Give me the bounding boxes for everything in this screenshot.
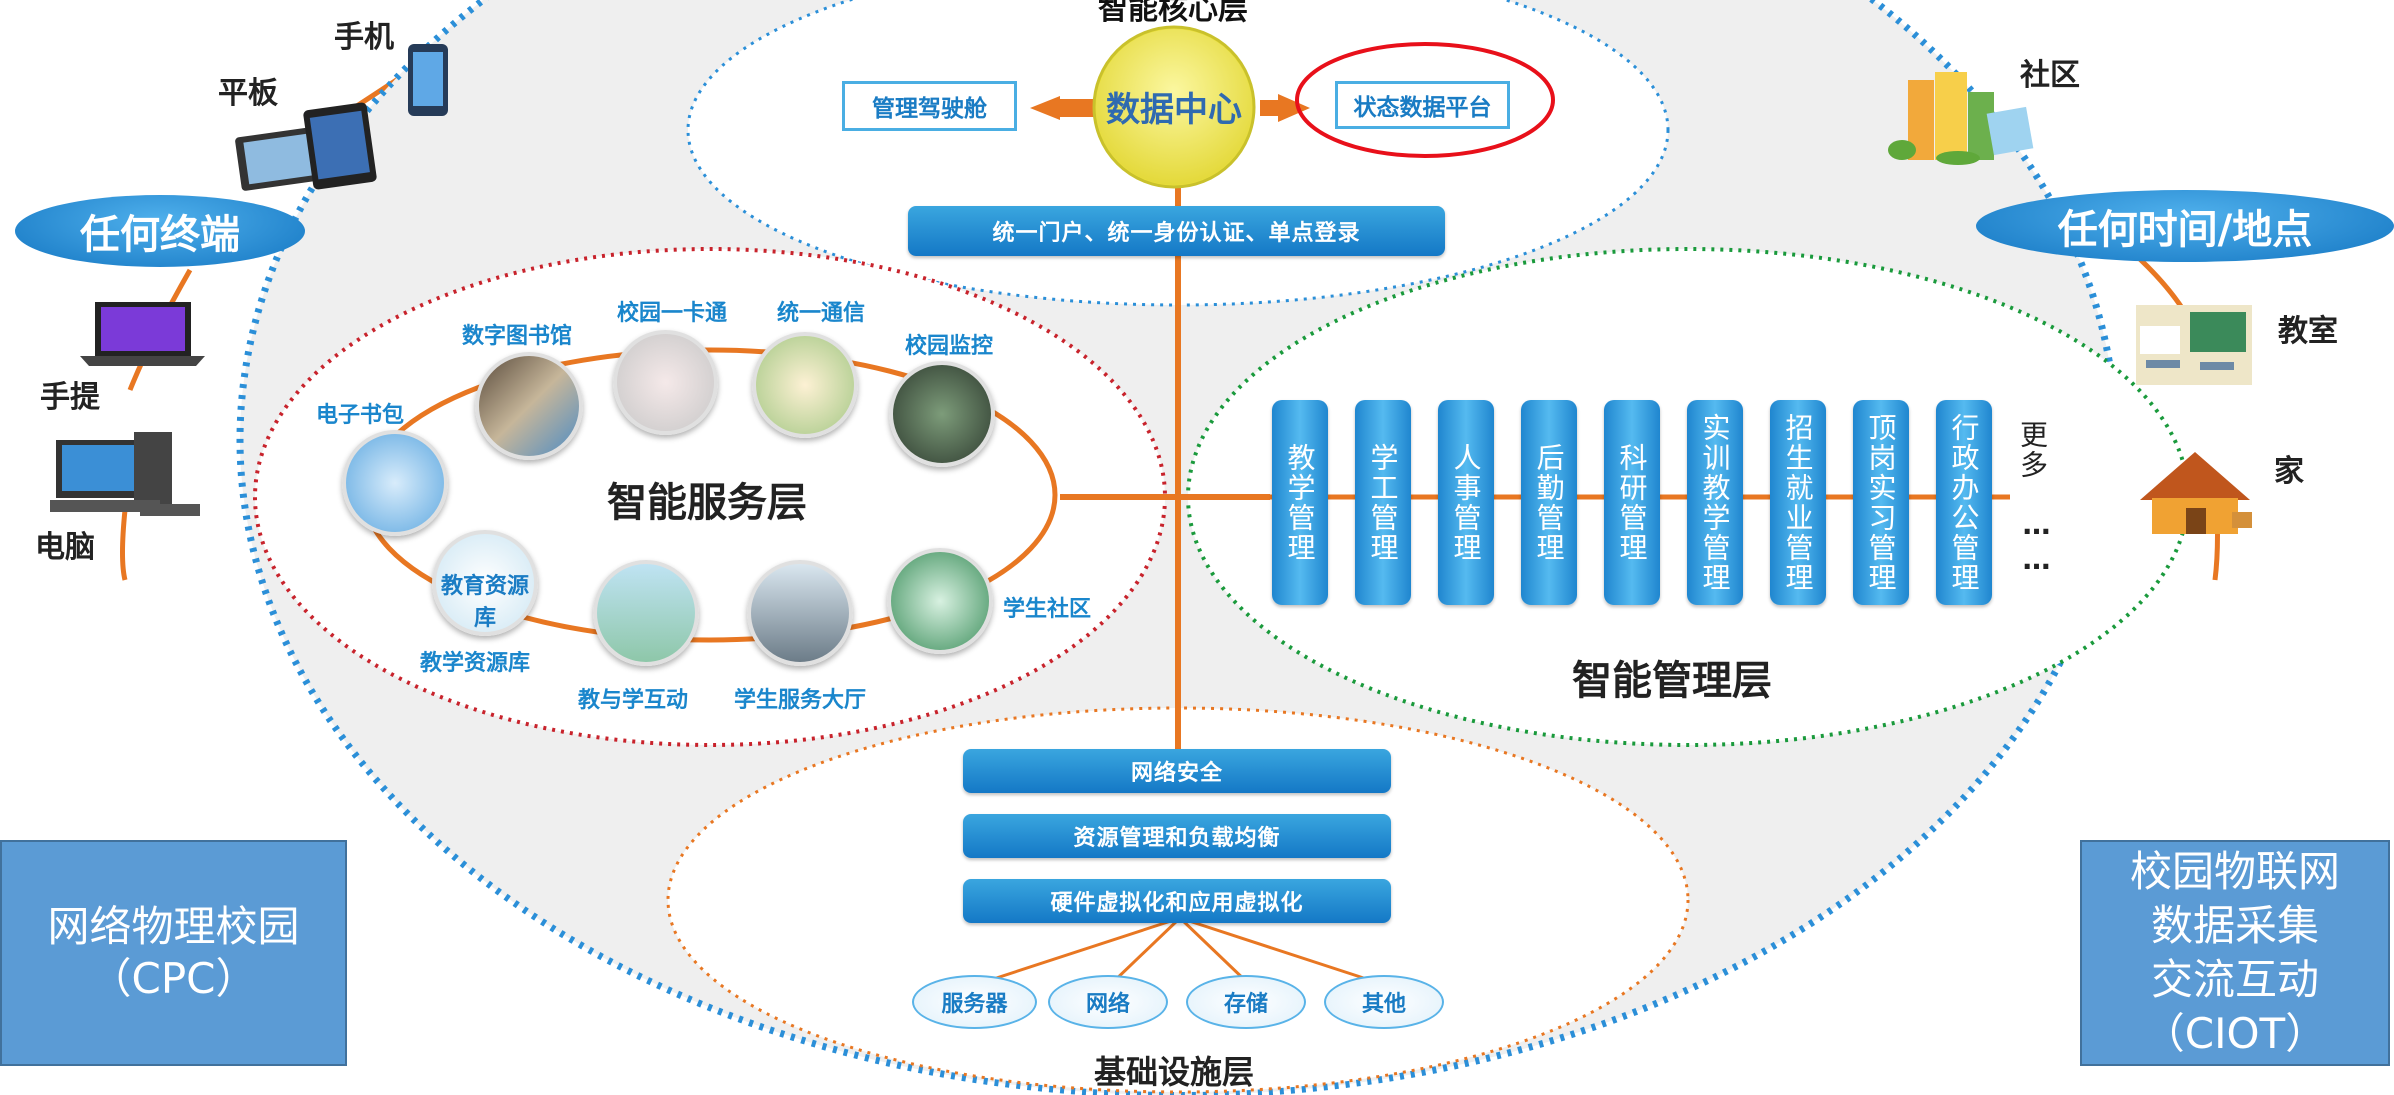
device-phone-label: 手机 (334, 20, 394, 55)
management-layer-title: 智能管理层 (1572, 658, 1772, 704)
management-cockpit-box[interactable]: 管理驾驶舱 (842, 81, 1017, 131)
ciot-box-line3: 交流互动 (2150, 955, 2319, 1004)
campus-monitor-icon[interactable] (889, 361, 995, 467)
student-hall-icon[interactable] (747, 560, 853, 666)
cpc-box: 网络物理校园 （CPC） (0, 840, 347, 1066)
infra-bar-virtualization[interactable]: 硬件虚拟化和应用虚拟化 (963, 879, 1391, 923)
edu-resources-icon-text: 教育资源库 (440, 574, 529, 631)
right-arrow (1278, 94, 1310, 122)
tablet-icon (235, 102, 377, 191)
home-icon (2140, 452, 2252, 534)
ciot-box: 校园物联网 数据采集 交流互动 （CIOT） (2080, 840, 2390, 1066)
infrastructure-layer-title: 基础设施层 (1094, 1053, 1255, 1091)
any-time-place-label: 任何时间/地点 (1976, 190, 2394, 262)
status-data-platform-box[interactable]: 状态数据平台 (1335, 81, 1510, 129)
student-community-label: 学生社区 (1003, 597, 1092, 622)
highlight-red-ellipse (1295, 42, 1555, 158)
teach-interact-label: 教与学互动 (578, 688, 689, 713)
mgmt-bar-3[interactable]: 后勤管理 (1521, 400, 1577, 605)
computer-icon (50, 432, 200, 516)
edu-resources-icon[interactable]: 教育资源库 (432, 530, 538, 636)
teach-interact-icon[interactable] (593, 560, 699, 666)
mgmt-bar-5[interactable]: 实训教学管理 (1687, 400, 1743, 605)
student-community-icon[interactable] (887, 548, 993, 654)
ebook-label: 电子书包 (316, 403, 405, 428)
mgmt-bar-7[interactable]: 顶岗实习管理 (1853, 400, 1909, 605)
digital-library-icon[interactable] (475, 352, 583, 460)
infra-item-network[interactable]: 网络 (1048, 975, 1168, 1029)
teaching-resources-label: 教学资源库 (420, 651, 531, 676)
place-community-label: 社区 (2020, 58, 2080, 93)
unified-comm-icon[interactable] (752, 332, 858, 438)
infra-bar-resource-mgmt[interactable]: 资源管理和负载均衡 (963, 814, 1391, 858)
ebook-icon[interactable] (342, 430, 448, 536)
cpc-box-line1: 网络物理校园 (47, 902, 300, 951)
campus-card-label: 校园一卡通 (617, 301, 728, 326)
mgmt-more-ellipsis: …… (2020, 508, 2053, 578)
place-home-label: 家 (2274, 454, 2304, 489)
right-arrow-shaft (1260, 100, 1280, 116)
device-laptop-label: 手提 (40, 380, 100, 415)
laptop-icon (80, 302, 205, 366)
mgmt-bar-0[interactable]: 教学管理 (1272, 400, 1328, 605)
infra-bar-network-security[interactable]: 网络安全 (963, 749, 1391, 793)
ciot-box-line2: 数据采集 (2150, 901, 2319, 950)
cpc-box-line2: （CPC） (89, 954, 258, 1003)
community-icon (1888, 72, 2034, 165)
infra-item-other[interactable]: 其他 (1324, 975, 1444, 1029)
digital-library-label: 数字图书馆 (462, 324, 573, 349)
infra-item-server[interactable]: 服务器 (912, 975, 1037, 1029)
ciot-box-line4: （CIOT） (2142, 1009, 2328, 1058)
portal-bar[interactable]: 统一门户、统一身份认证、单点登录 (908, 206, 1445, 256)
campus-card-icon[interactable] (613, 330, 718, 435)
phone-icon (408, 44, 448, 116)
mgmt-more-label: 更多 (2016, 420, 2049, 480)
unified-comm-label: 统一通信 (777, 301, 866, 326)
place-classroom-label: 教室 (2278, 314, 2338, 349)
mgmt-bar-4[interactable]: 科研管理 (1604, 400, 1660, 605)
data-center-label: 数据中心 (1106, 90, 1242, 130)
mgmt-bar-8[interactable]: 行政办公管理 (1936, 400, 1992, 605)
campus-monitor-label: 校园监控 (905, 334, 994, 359)
mgmt-bar-1[interactable]: 学工管理 (1355, 400, 1411, 605)
student-hall-label: 学生服务大厅 (734, 688, 867, 713)
service-layer-title: 智能服务层 (607, 480, 807, 526)
mgmt-bar-2[interactable]: 人事管理 (1438, 400, 1494, 605)
mgmt-bar-6[interactable]: 招生就业管理 (1770, 400, 1826, 605)
device-tablet-label: 平板 (218, 76, 278, 111)
classroom-icon (2136, 305, 2252, 385)
any-terminal-label: 任何终端 (15, 195, 305, 267)
core-layer-title: 智能核心层 (1098, 0, 1248, 27)
infra-item-storage[interactable]: 存储 (1186, 975, 1306, 1029)
left-arrow-shaft (1060, 99, 1096, 117)
infra-fan-lines (974, 916, 1386, 987)
device-computer-label: 电脑 (35, 530, 95, 565)
ciot-box-line1: 校园物联网 (2129, 847, 2340, 896)
